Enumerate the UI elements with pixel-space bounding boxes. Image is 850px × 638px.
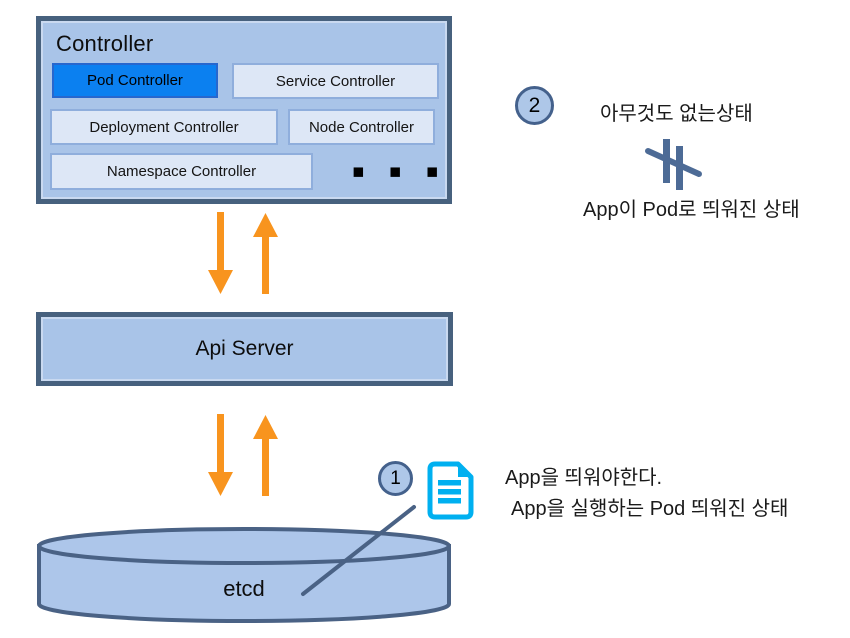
step-2-state-before: 아무것도 없는상태	[600, 103, 753, 125]
step-2-badge: 2	[515, 86, 554, 125]
api-server-title: Api Server	[195, 337, 294, 360]
document-icon	[427, 461, 474, 520]
chip-service-controller: Service Controller	[232, 63, 439, 99]
up-arrow-icon	[253, 415, 278, 496]
chip-node-controller: Node Controller	[288, 109, 435, 145]
chip-pod-controller: Pod Controller	[52, 63, 218, 98]
chip-namespace-controller: Namespace Controller	[50, 153, 313, 190]
etcd-label: etcd	[223, 576, 265, 601]
etcd-cylinder-body	[37, 544, 451, 623]
controller-apiserver-arrows	[208, 212, 278, 294]
step-2-number: 2	[528, 93, 541, 117]
more-controllers-ellipsis: ▪ ▪ ▪	[352, 160, 448, 182]
down-arrow-icon	[208, 414, 233, 496]
step-1-line2: App을 실행하는 Pod 띄워진 상태	[511, 498, 789, 520]
chip-deployment-controller: Deployment Controller	[50, 109, 278, 145]
controller-title: Controller	[56, 31, 154, 56]
callout-line	[301, 505, 416, 596]
api-server-box: Api Server	[36, 312, 453, 386]
step-1-line1: App을 띄워야한다.	[505, 467, 663, 489]
step-2-state-after: App이 Pod로 띄워진 상태	[583, 199, 800, 221]
apiserver-etcd-arrows	[208, 414, 278, 496]
step-1-badge: 1	[378, 461, 413, 496]
not-parallel-icon	[645, 139, 702, 190]
down-arrow-icon	[208, 212, 233, 294]
up-arrow-icon	[253, 213, 278, 294]
step-1-number: 1	[390, 467, 401, 489]
etcd-cylinder-top	[37, 527, 451, 565]
